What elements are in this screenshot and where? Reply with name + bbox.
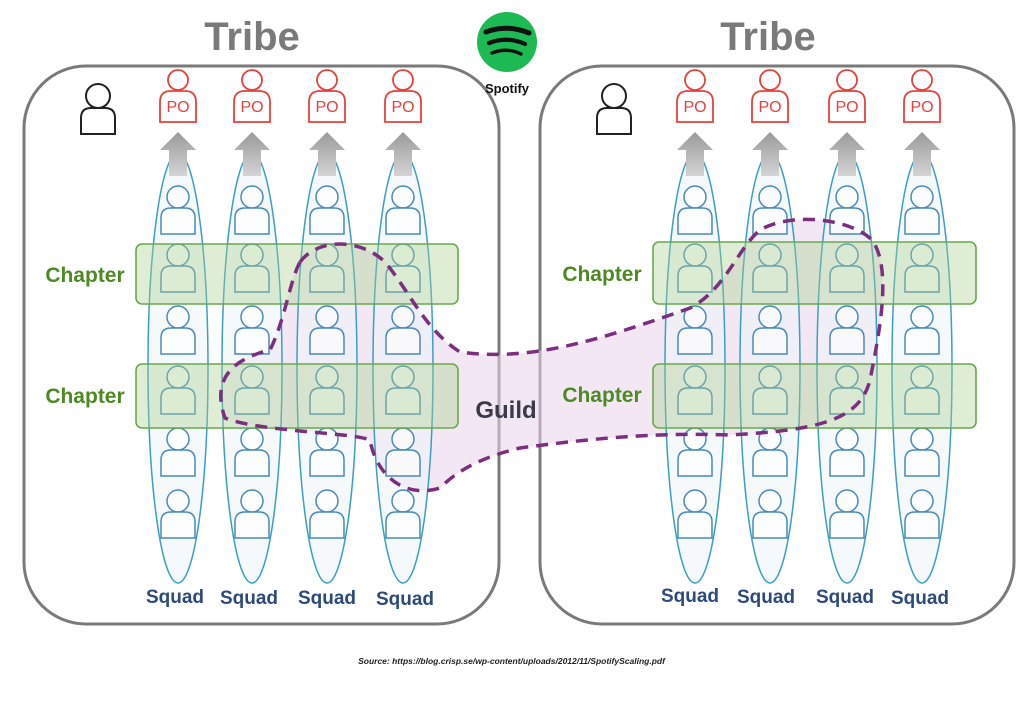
spotify-wordmark: Spotify: [485, 81, 530, 96]
person-icon: [596, 83, 632, 135]
up-arrow-icon: [904, 132, 940, 176]
person-icon: [677, 185, 713, 235]
person-icon: [309, 305, 345, 355]
tribe-title-right: Tribe: [720, 15, 816, 59]
source-citation: Source: https://blog.crisp.se/wp-content…: [358, 656, 665, 666]
tribe-box-right: [538, 64, 1016, 626]
po-label: PO: [683, 99, 706, 116]
up-arrow-icon: [752, 132, 788, 176]
product-owner-icon: PO: [233, 69, 271, 123]
person-icon: [677, 489, 713, 539]
person-icon: [829, 489, 865, 539]
up-arrow-icon: [309, 132, 345, 176]
person-icon: [829, 427, 865, 477]
up-arrow-icon: [160, 132, 196, 176]
person-icon: [904, 427, 940, 477]
spotify-logo-icon: [477, 12, 537, 72]
person-icon: [309, 365, 345, 415]
person-icon: [385, 305, 421, 355]
squad-label: Squad: [376, 589, 434, 610]
chapter-bars: [135, 241, 977, 429]
product-owner-icon: PO: [308, 69, 346, 123]
person-icon: [309, 185, 345, 235]
up-arrow-icon: [677, 132, 713, 176]
person-icon: [234, 427, 270, 477]
po-label: PO: [910, 99, 933, 116]
person-icon: [752, 185, 788, 235]
person-icon: [160, 185, 196, 235]
person-icon: [160, 243, 196, 293]
product-owner-icon: PO: [676, 69, 714, 123]
product-owner-icon: PO: [159, 69, 197, 123]
squad-label: Squad: [146, 587, 204, 608]
chapter-label-right-1: Chapter: [562, 263, 641, 286]
person-icon: [677, 243, 713, 293]
person-icon: [234, 489, 270, 539]
tribe-box-left: [22, 64, 501, 626]
person-icon: [904, 305, 940, 355]
person-icon: [160, 427, 196, 477]
person-icon: [234, 243, 270, 293]
product-owner-icon: PO: [751, 69, 789, 123]
person-icon: [385, 489, 421, 539]
po-label: PO: [391, 99, 414, 116]
person-icon: [160, 365, 196, 415]
person-icon: [80, 83, 116, 135]
person-icon: [309, 243, 345, 293]
person-icon: [829, 185, 865, 235]
squad-label: Squad: [220, 588, 278, 609]
po-label: PO: [835, 99, 858, 116]
person-icon: [385, 185, 421, 235]
person-icon: [829, 305, 865, 355]
person-icon: [160, 489, 196, 539]
product-owner-icon: PO: [384, 69, 422, 123]
person-icon: [752, 243, 788, 293]
squad-label: Squad: [661, 586, 719, 607]
guild-outline: [219, 217, 885, 493]
squad-label: Squad: [891, 588, 949, 609]
po-label: PO: [166, 99, 189, 116]
tribe-title-left: Tribe: [204, 15, 300, 59]
up-arrow-icon: [385, 132, 421, 176]
person-icon: [752, 305, 788, 355]
chapter-bar-right-2: [652, 363, 977, 429]
person-icon: [752, 489, 788, 539]
chapter-bar-left-1: [135, 243, 459, 305]
person-icon: [385, 365, 421, 415]
guild-label: Guild: [475, 397, 536, 424]
chapter-label-left-1: Chapter: [45, 264, 124, 287]
chapter-label-right-2: Chapter: [562, 384, 641, 407]
po-label: PO: [758, 99, 781, 116]
squad-label: Squad: [298, 588, 356, 609]
product-owner-icon: PO: [903, 69, 941, 123]
person-icon: [829, 243, 865, 293]
person-icon: [904, 489, 940, 539]
po-label: PO: [315, 99, 338, 116]
person-icon: [752, 365, 788, 415]
person-icon: [904, 243, 940, 293]
person-icon: [677, 305, 713, 355]
squad-labels: Squad Squad Squad Squad Squad Squad Squa…: [146, 586, 949, 610]
up-arrow-icon: [829, 132, 865, 176]
person-icon: [309, 489, 345, 539]
person-icon: [904, 185, 940, 235]
chapter-bar-left-2: [135, 363, 459, 429]
chapter-label-left-2: Chapter: [45, 385, 124, 408]
person-icon: [904, 365, 940, 415]
person-icon: [234, 185, 270, 235]
squad-label: Squad: [737, 587, 795, 608]
person-icon: [234, 365, 270, 415]
person-icon: [677, 365, 713, 415]
squads-layer: PO PO PO PO PO PO PO PO: [147, 69, 953, 584]
product-owner-icon: PO: [828, 69, 866, 123]
up-arrow-icon: [234, 132, 270, 176]
chapter-bar-right-1: [652, 241, 977, 305]
person-icon: [160, 305, 196, 355]
po-label: PO: [240, 99, 263, 116]
squad-label: Squad: [816, 587, 874, 608]
person-icon: [234, 305, 270, 355]
